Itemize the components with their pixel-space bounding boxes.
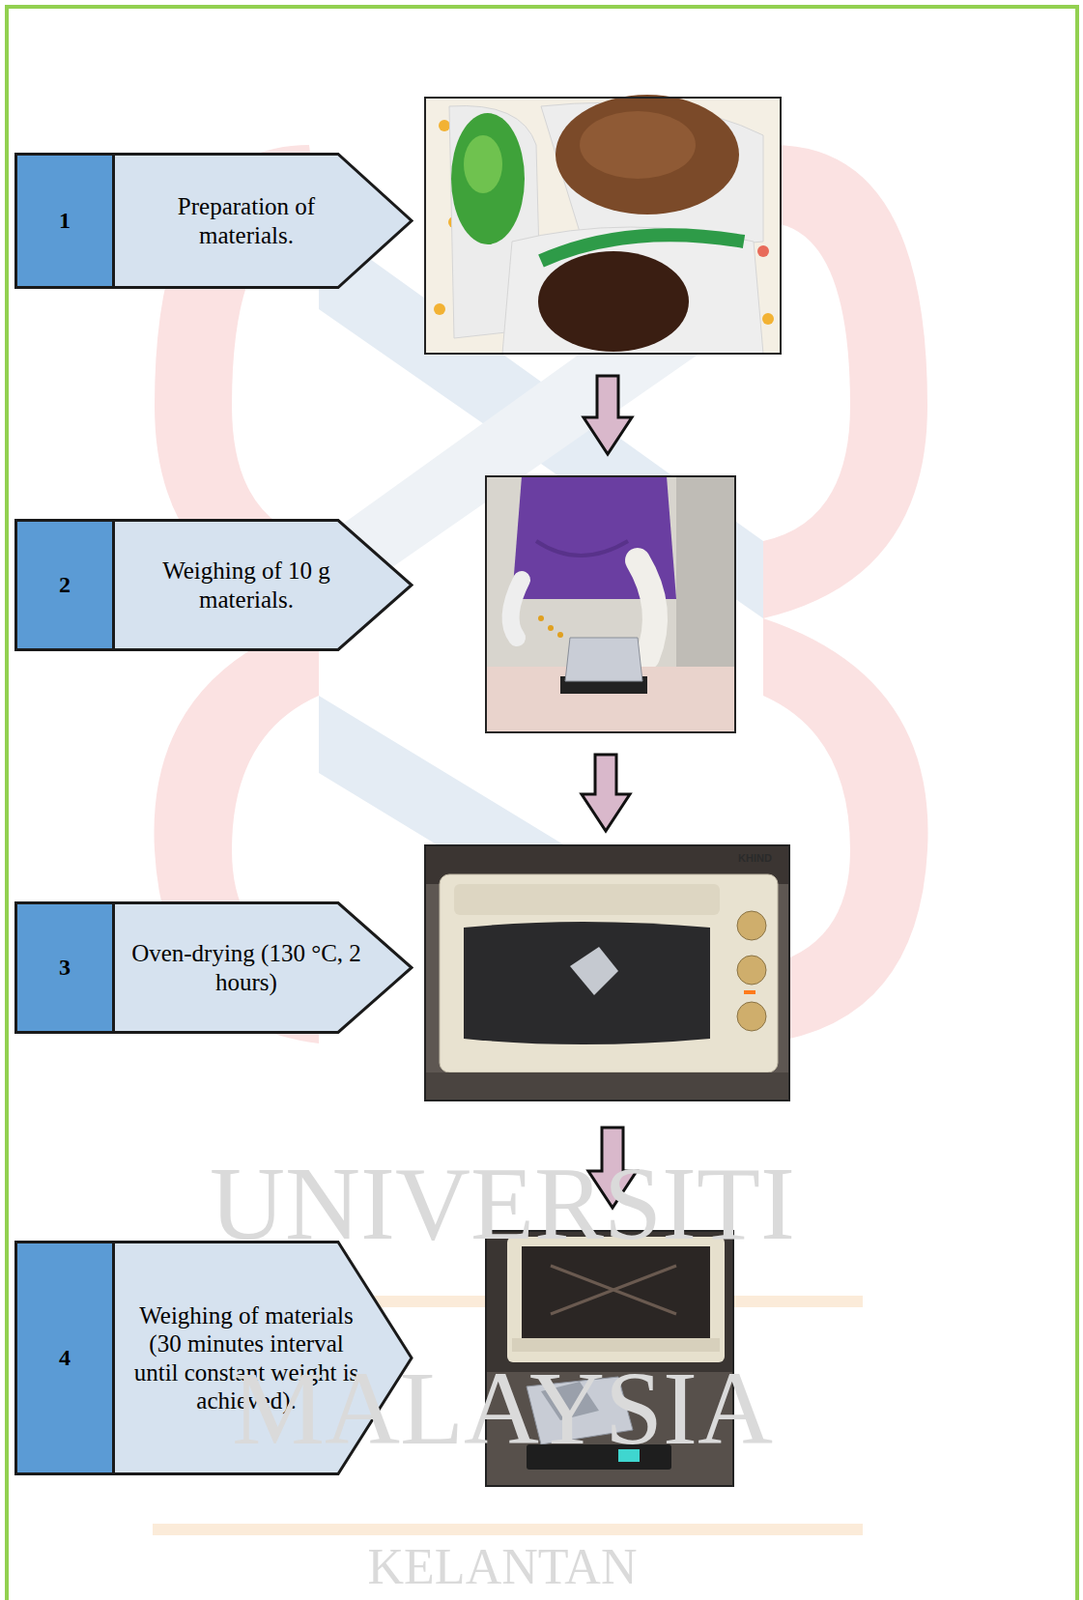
- step-number-box: 4: [14, 1240, 115, 1476]
- weighing-photo: [485, 476, 736, 733]
- flow-arrow: [581, 754, 630, 831]
- materials-photo: [425, 94, 781, 354]
- step-label: Weighing of 10 g materials.: [131, 556, 362, 614]
- step-number-box: 2: [14, 518, 115, 652]
- step-number-box: 1: [14, 152, 115, 289]
- step-number: 4: [58, 1344, 71, 1371]
- watermark-text: UNIVERSITI: [106, 1151, 899, 1256]
- step-number: 1: [58, 207, 71, 234]
- watermark-text: MALAYSIA: [106, 1356, 899, 1461]
- step-arrow-box: Preparation of materials.: [112, 152, 414, 289]
- step-number-box: 3: [14, 901, 115, 1034]
- step-label: Oven-drying (130 °C, 2 hours): [131, 939, 362, 997]
- step-number: 2: [58, 571, 71, 599]
- arrow-shape: [112, 901, 414, 1034]
- step-number: 3: [58, 954, 71, 981]
- step-arrow-box: Oven-drying (130 °C, 2 hours): [112, 901, 414, 1034]
- brand-label: KHIND: [738, 852, 787, 864]
- flow-arrow: [583, 375, 632, 455]
- watermark-text: KELANTAN: [106, 1541, 899, 1593]
- step-label: Preparation of materials.: [131, 192, 362, 250]
- step-arrow-box: Weighing of 10 g materials.: [112, 518, 414, 652]
- arrow-shape: [112, 152, 414, 289]
- oven-photo: [425, 845, 790, 1101]
- arrow-shape: [112, 518, 414, 652]
